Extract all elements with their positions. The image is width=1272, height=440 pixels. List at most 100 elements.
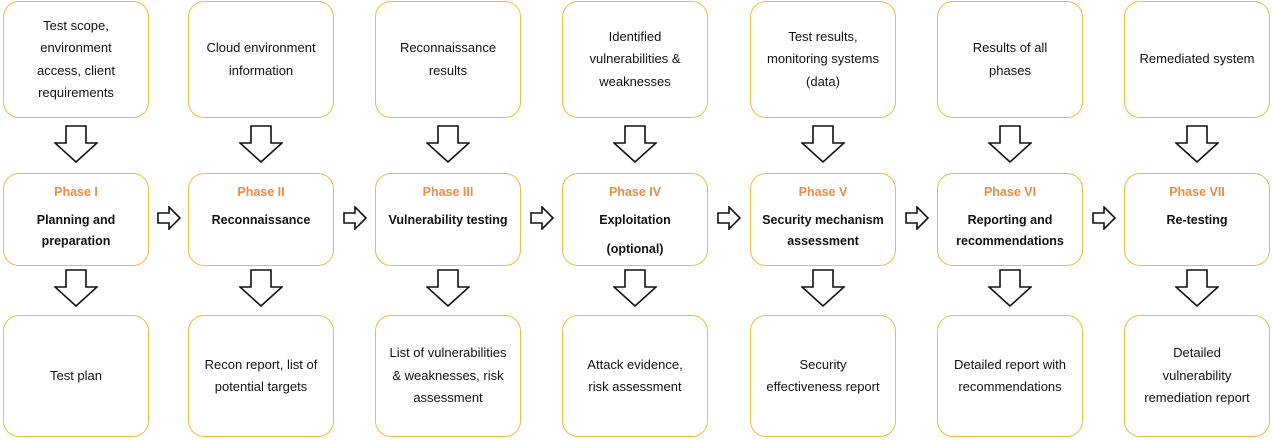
hollow-arrow-icon (239, 125, 283, 163)
phase-label: Phase VII (1169, 185, 1225, 199)
output-box: Attack evidence, risk assessment (562, 315, 708, 437)
phase-name: recommendations (956, 234, 1064, 248)
next-phase-arrow (156, 206, 181, 230)
next-phase-arrow (1091, 206, 1116, 230)
next-phase-arrow (904, 206, 929, 230)
next-phase-arrow (529, 206, 554, 230)
input-text: Test scope, (43, 17, 109, 33)
hollow-arrow-icon (801, 269, 845, 307)
output-text: & weaknesses, risk (392, 367, 504, 383)
input-text: monitoring systems (767, 51, 879, 67)
output-text: Detailed report with (954, 356, 1066, 372)
output-text: Attack evidence, (587, 356, 683, 372)
input-text: information (228, 62, 294, 78)
hollow-arrow-icon (54, 269, 98, 307)
phase-box: Phase II Reconnaissance (188, 173, 334, 266)
phase-name: Reporting and (967, 213, 1053, 227)
input-arrow (426, 125, 470, 163)
input-text: Results of all (972, 40, 1048, 55)
phase-name: assessment (787, 234, 859, 248)
input-text: phases (989, 62, 1031, 78)
input-text: requirements (38, 85, 114, 100)
input-text: Cloud environment (206, 40, 316, 55)
output-arrow (239, 269, 283, 307)
input-box: Cloud environment information (188, 1, 334, 118)
input-text: vulnerabilities & (589, 51, 681, 67)
hollow-arrow-icon (613, 125, 657, 163)
hollow-arrow-icon (529, 206, 554, 230)
phase-box: Phase IV Exploitation (optional) (562, 173, 708, 266)
next-phase-arrow (342, 206, 367, 230)
hollow-arrow-icon (988, 125, 1032, 163)
input-arrow (988, 125, 1032, 163)
output-arrow (613, 269, 657, 307)
input-text: Remediated system (1139, 51, 1255, 67)
phase-label: Phase VI (983, 185, 1037, 199)
output-box: Detailed report with recommendations (937, 315, 1083, 437)
output-text: Recon report, list of (204, 356, 318, 372)
phase-name: Exploitation (599, 213, 671, 227)
hollow-arrow-icon (156, 206, 181, 230)
input-text: environment (40, 40, 112, 55)
output-text: potential targets (214, 379, 308, 394)
input-text: Reconnaissance (399, 40, 497, 55)
phase-label: Phase III (422, 185, 474, 199)
output-text: assessment (413, 390, 483, 406)
phase-name: Planning and (36, 213, 116, 227)
phase-box: Phase V Security mechanism assessment (750, 173, 896, 266)
phase-label: Phase II (237, 185, 285, 199)
hollow-arrow-icon (1175, 269, 1219, 307)
input-arrow (1175, 125, 1219, 163)
next-phase-arrow (717, 206, 741, 230)
input-text: (data) (806, 73, 840, 89)
output-arrow (426, 269, 470, 307)
output-text: remediation report (1144, 390, 1250, 406)
output-box: Security effectiveness report (750, 315, 896, 437)
output-arrow (801, 269, 845, 307)
hollow-arrow-icon (1091, 206, 1116, 230)
hollow-arrow-icon (426, 269, 470, 307)
input-box: Reconnaissance results (375, 1, 521, 118)
output-arrow (988, 269, 1032, 307)
input-arrow (613, 125, 657, 163)
output-text: Detailed (1173, 345, 1221, 361)
input-arrow (801, 125, 845, 163)
hollow-arrow-icon (54, 125, 98, 163)
output-text: Security (799, 356, 847, 372)
input-box: Remediated system (1124, 1, 1270, 118)
hollow-arrow-icon (239, 269, 283, 307)
hollow-arrow-icon (801, 125, 845, 163)
output-box: Detailed vulnerability remediation report (1124, 315, 1270, 437)
phase-label: Phase V (798, 185, 848, 199)
phase-box: Phase VI Reporting and recommendations (937, 173, 1083, 266)
hollow-arrow-icon (426, 125, 470, 163)
phase-name: Reconnaissance (211, 213, 311, 227)
output-text: recommendations (958, 379, 1062, 394)
hollow-arrow-icon (717, 206, 741, 230)
phase-note: (optional) (606, 242, 664, 256)
input-text: Test results, (788, 28, 858, 44)
output-text: effectiveness report (766, 379, 880, 394)
output-text: risk assessment (588, 379, 682, 394)
phase-name: preparation (41, 234, 111, 248)
input-box: Test results, monitoring systems (data) (750, 1, 896, 118)
input-text: weaknesses (599, 73, 671, 89)
phase-box: Phase III Vulnerability testing (375, 173, 521, 266)
output-box: List of vulnerabilities& weaknesses, ris… (375, 315, 521, 437)
hollow-arrow-icon (988, 269, 1032, 307)
output-text: Test plan (49, 367, 103, 383)
output-arrow (1175, 269, 1219, 307)
input-text: results (428, 62, 468, 78)
input-arrow (54, 125, 98, 163)
hollow-arrow-icon (1175, 125, 1219, 163)
hollow-arrow-icon (342, 206, 367, 230)
input-arrow (239, 125, 283, 163)
phase-label: Phase IV (608, 185, 662, 199)
phase-name: Vulnerability testing (388, 213, 508, 227)
phase-name: Security mechanism (762, 213, 884, 227)
output-text: vulnerability (1162, 367, 1232, 383)
